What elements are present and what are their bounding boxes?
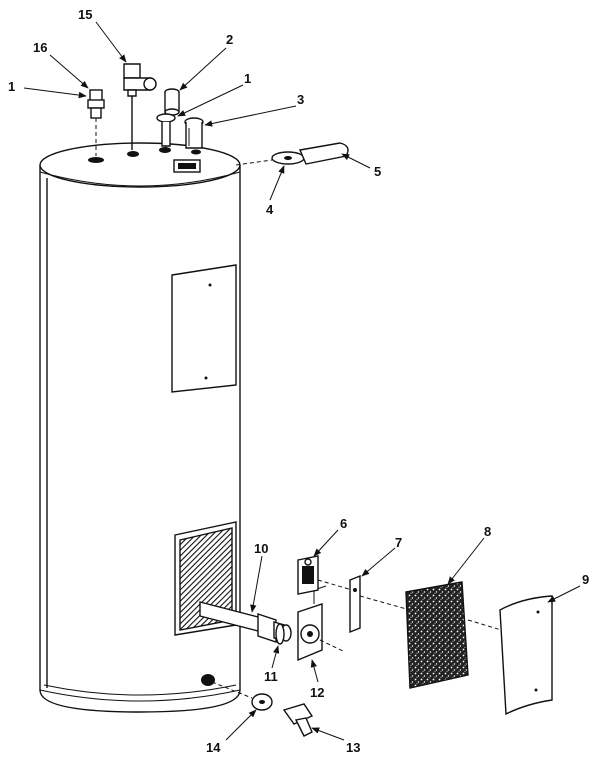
mounting-bracket	[349, 574, 361, 634]
insulation-pad	[405, 581, 469, 689]
lower-access-cover	[499, 595, 553, 716]
callout-9: 9	[582, 572, 589, 587]
callout-10: 10	[254, 541, 268, 556]
thermostat-bracket	[297, 585, 327, 662]
top-port-hole	[191, 149, 201, 155]
callout-4: 4	[266, 202, 274, 217]
heat-trap-nipple	[87, 89, 105, 119]
callout-7: 7	[395, 535, 402, 550]
callout-5: 5	[374, 164, 381, 179]
top-port-hole	[88, 157, 104, 163]
top-port-hole	[127, 151, 139, 157]
relief-valve	[123, 63, 157, 150]
drain-valve	[282, 703, 314, 737]
thermostat	[297, 555, 319, 595]
callout-13: 13	[346, 740, 360, 755]
upper-access-panel	[171, 264, 237, 393]
callout-2: 2	[226, 32, 233, 47]
inlet-nipple	[164, 88, 180, 116]
callout-11: 11	[264, 669, 278, 684]
callout-3: 3	[297, 92, 304, 107]
element-gasket	[275, 623, 285, 645]
heat-trap-ring	[156, 113, 176, 123]
callout-8: 8	[484, 524, 491, 539]
callout-1b: 1	[244, 71, 251, 86]
dip-tube	[184, 117, 204, 149]
callout-14: 14	[206, 740, 221, 755]
top-port-hole	[159, 147, 171, 153]
callout-16: 16	[33, 40, 47, 55]
callout-1: 1	[8, 79, 15, 94]
drain-port	[201, 674, 215, 686]
callout-15: 15	[78, 7, 92, 22]
callout-6: 6	[340, 516, 347, 531]
tank	[39, 142, 241, 713]
callout-12: 12	[310, 685, 324, 700]
junction-box-cover	[299, 142, 349, 165]
